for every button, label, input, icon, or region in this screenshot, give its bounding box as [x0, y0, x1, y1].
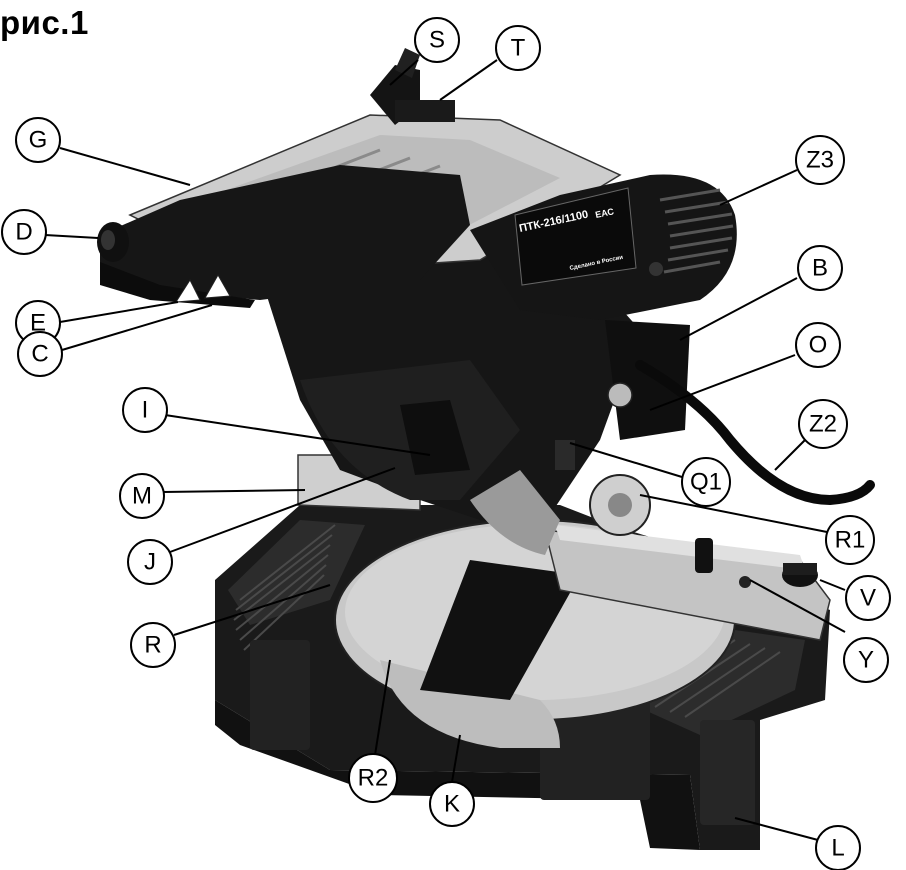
callout-O: O: [795, 322, 841, 368]
callout-J: J: [127, 539, 173, 585]
svg-text:M: M: [132, 483, 152, 510]
callout-T: T: [495, 25, 541, 71]
nameplate-mark: ЕАС: [594, 206, 615, 220]
svg-text:E: E: [30, 310, 46, 337]
callout-Y: Y: [843, 637, 889, 683]
callout-M: M: [119, 473, 165, 519]
callout-Z2: Z2: [798, 399, 848, 449]
callout-C: C: [17, 331, 63, 377]
callout-D: D: [1, 209, 47, 255]
motor-housing: [470, 174, 737, 320]
callout-I: I: [122, 387, 168, 433]
callout-Z3: Z3: [795, 135, 845, 185]
svg-text:I: I: [142, 397, 149, 424]
callout-R: R: [130, 622, 176, 668]
svg-text:C: C: [31, 341, 48, 368]
svg-text:Y: Y: [858, 647, 874, 674]
callout-G: G: [15, 117, 61, 163]
svg-text:L: L: [831, 835, 844, 862]
svg-text:G: G: [29, 127, 48, 154]
svg-text:D: D: [15, 219, 32, 246]
callout-R2: R2: [348, 753, 398, 803]
callout-K: K: [429, 781, 475, 827]
svg-text:J: J: [144, 549, 156, 576]
svg-text:O: O: [809, 332, 828, 359]
callout-B: B: [797, 245, 843, 291]
svg-text:Z2: Z2: [809, 411, 837, 438]
callout-R1: R1: [825, 515, 875, 565]
figure-title: рис.1: [0, 4, 89, 41]
svg-text:T: T: [511, 35, 526, 62]
svg-text:Q1: Q1: [690, 469, 722, 496]
callout-L: L: [815, 825, 861, 870]
callout-S: S: [414, 17, 460, 63]
callout-E: E: [15, 300, 61, 346]
callout-V: V: [845, 575, 891, 621]
svg-text:Z3: Z3: [806, 147, 834, 174]
callout-Q1: Q1: [681, 457, 731, 507]
svg-text:V: V: [860, 585, 876, 612]
leader-lines: [44, 59, 846, 841]
svg-text:K: K: [444, 791, 460, 818]
svg-text:R2: R2: [358, 765, 389, 792]
svg-text:R: R: [144, 632, 161, 659]
svg-text:S: S: [429, 27, 445, 54]
svg-text:R1: R1: [835, 527, 866, 554]
svg-text:B: B: [812, 255, 828, 282]
